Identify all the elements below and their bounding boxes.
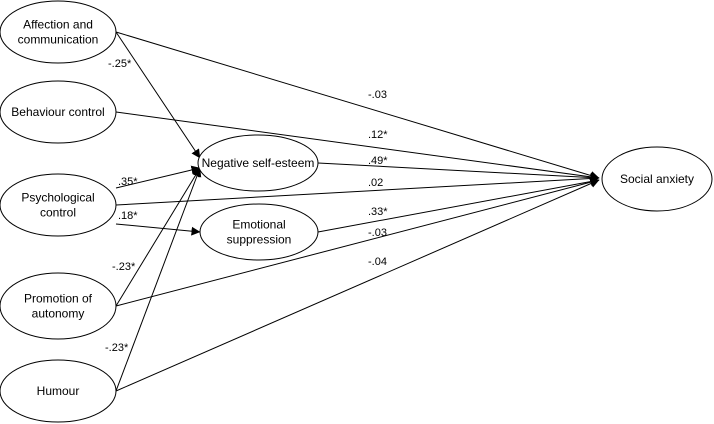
- node-label-behaviour-0: Behaviour control: [11, 105, 104, 119]
- node-social: Social anxiety: [601, 146, 713, 212]
- node-label-emotional-0: Emotional: [232, 218, 285, 232]
- path-arrow-promotion-social: [115, 177, 600, 307]
- coefficient-label-psychological-negative: .35*: [118, 176, 138, 188]
- node-humour: Humour: [0, 359, 117, 423]
- node-ellipse-negative: [197, 134, 319, 192]
- node-ellipse-behaviour: [0, 80, 117, 144]
- node-label-affection-1: communication: [18, 33, 99, 47]
- node-label-affection-0: Affection and: [23, 18, 93, 32]
- coefficient-label-behaviour-social: .12*: [368, 129, 388, 141]
- node-label-negative-0: Negative self-esteem: [202, 156, 315, 170]
- path-arrow-promotion-negative: [115, 167, 201, 307]
- path-arrow-psychological-negative: [115, 165, 201, 189]
- path-arrow-humour-social: [115, 179, 600, 392]
- path-arrow-affection-negative: [115, 31, 201, 159]
- path-arrow-psychological-social: [115, 173, 600, 206]
- coefficient-label-humour-social: -.04: [368, 256, 387, 268]
- coefficient-label-humour-negative: -.23*: [105, 342, 129, 354]
- coefficient-label-negative-social: .49*: [368, 155, 388, 167]
- path-arrow-emotional-social: [317, 177, 600, 233]
- coefficient-label-emotional-social: .33*: [368, 206, 388, 218]
- node-label-humour-0: Humour: [37, 384, 80, 398]
- node-label-social-0: Social anxiety: [620, 172, 694, 186]
- node-ellipse-promotion: [0, 272, 117, 340]
- coefficient-label-psychological-emotional: .18*: [118, 210, 138, 222]
- node-negative: Negative self-esteem: [197, 134, 319, 192]
- path-arrow-behaviour-social: [115, 111, 600, 182]
- coefficient-label-psychological-social: .02: [368, 177, 383, 189]
- node-ellipse-affection: [0, 0, 117, 64]
- node-label-promotion-1: autonomy: [32, 307, 85, 321]
- coefficient-label-affection-social: -.03: [368, 89, 387, 101]
- node-label-emotional-1: suppression: [227, 233, 292, 247]
- node-ellipse-social: [601, 146, 713, 212]
- coefficient-label-promotion-negative: -.23*: [112, 261, 136, 273]
- node-ellipse-psychological: [0, 173, 117, 237]
- path-arrow-humour-negative: [115, 167, 202, 392]
- path-arrow-psychological-emotional: [115, 223, 201, 236]
- node-label-psychological-1: control: [40, 206, 76, 220]
- node-label-psychological-0: Psychological: [21, 191, 94, 205]
- node-behaviour: Behaviour control: [0, 80, 117, 144]
- coefficient-label-affection-negative: -.25*: [108, 58, 132, 70]
- path-arrow-negative-social: [317, 162, 600, 183]
- node-label-promotion-0: Promotion of: [24, 292, 93, 306]
- coefficient-label-promotion-social: -.03: [368, 227, 387, 239]
- node-ellipse-humour: [0, 359, 117, 423]
- node-ellipse-emotional: [199, 203, 319, 261]
- path-arrow-affection-social: [115, 31, 600, 180]
